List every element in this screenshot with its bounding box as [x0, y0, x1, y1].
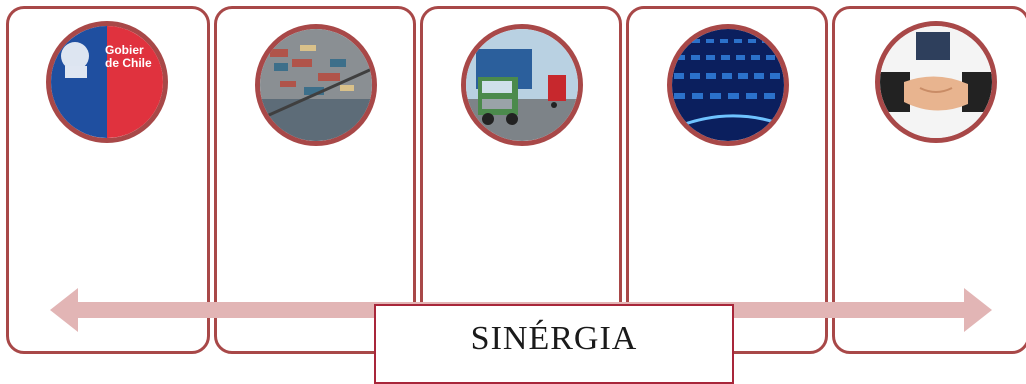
card-government: Gobier de Chile — [6, 6, 210, 354]
logo-text-line2: de Chile — [105, 56, 152, 70]
gobierno-de-chile-logo-icon: Gobier de Chile — [46, 21, 168, 143]
logo-text-line1: Gobier — [105, 43, 144, 57]
synergy-label-box: SINÉRGIA — [374, 304, 734, 384]
card-agreement — [832, 6, 1026, 354]
logo-text: Gobier de Chile — [105, 44, 152, 70]
container-port-icon — [255, 24, 377, 146]
digital-data-icon — [667, 24, 789, 146]
truck-icon — [461, 24, 583, 146]
synergy-label: SINÉRGIA — [470, 320, 638, 357]
card-port — [214, 6, 416, 354]
handshake-icon — [875, 21, 997, 143]
